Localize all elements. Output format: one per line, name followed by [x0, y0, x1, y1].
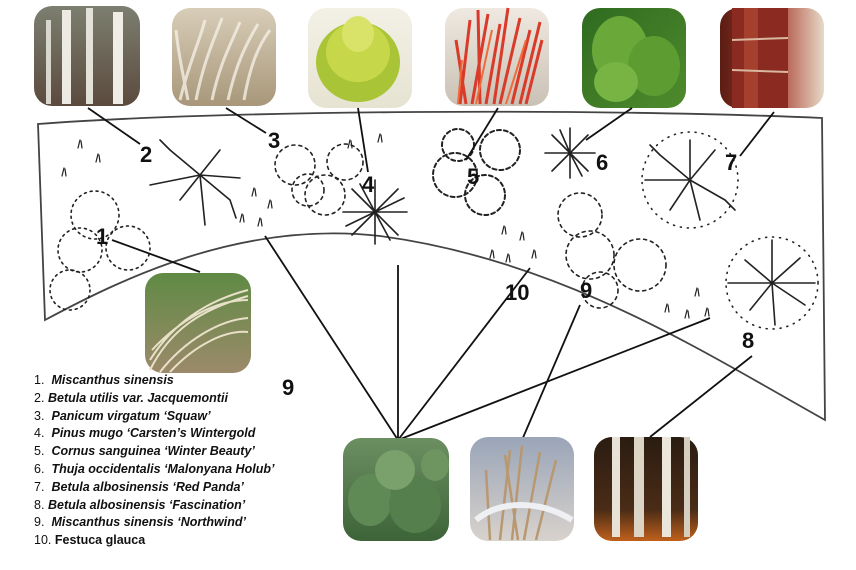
- photo-betula-fascination: [594, 437, 698, 541]
- legend-item: 10. Festuca glauca: [34, 532, 354, 550]
- symbol-thuja: [544, 127, 596, 179]
- legend-item: 4. Pinus mugo ‘Carsten’s Wintergold: [34, 425, 354, 443]
- legend-plant-name: Miscanthus sinensis: [51, 373, 174, 387]
- legend-plant-name: Thuja occidentalis ‘Malonyana Holub’: [51, 461, 275, 476]
- bed-outline: [37, 110, 826, 422]
- symbol-miscanthus-clumps: [49, 190, 151, 311]
- legend-item: 6. Thuja occidentalis ‘Malonyana Holub’: [34, 461, 354, 479]
- photo-panicum-virgatum: [172, 8, 276, 106]
- legend-number: 10.: [34, 533, 52, 548]
- legend-item: 9. Miscanthus sinensis ‘Northwind’: [34, 514, 354, 532]
- legend-plant-name: Festuca glauca: [54, 533, 146, 548]
- legend-number: 2.: [34, 390, 45, 405]
- callout-9-bed: 9: [580, 278, 592, 303]
- legend-item: 1. Miscanthus sinensis: [34, 372, 354, 390]
- callout-8: 8: [742, 328, 754, 353]
- photo-miscanthus-sinensis: [145, 273, 251, 373]
- legend-number: 7.: [34, 479, 45, 494]
- legend-number: 6.: [34, 461, 45, 476]
- photo-miscanthus-northwind: [470, 437, 574, 541]
- callout-3: 3: [268, 128, 280, 153]
- legend-plant-name: Pinus mugo ‘Carsten’s Wintergold: [51, 426, 256, 441]
- callout-5: 5: [467, 164, 479, 189]
- plant-legend: 1. Miscanthus sinensis 2.Betula utilis v…: [34, 372, 354, 550]
- legend-plant-name: Betula albosinensis ‘Fascination’: [48, 497, 246, 512]
- legend-item: 5. Cornus sanguinea ‘Winter Beauty’: [34, 443, 354, 461]
- legend-plant-name: Betula utilis var. Jacquemontii: [48, 390, 228, 405]
- legend-plant-name: Cornus sanguinea ‘Winter Beauty’: [51, 444, 255, 459]
- legend-item: 7. Betula albosinensis ‘Red Panda’: [34, 479, 354, 497]
- legend-number: 3.: [34, 408, 45, 423]
- legend-item: 2.Betula utilis var. Jacquemontii: [34, 390, 354, 408]
- legend-number: 4.: [34, 426, 45, 441]
- photo-betula-red-panda: [720, 8, 824, 108]
- legend-plant-name: Miscanthus sinensis ‘Northwind’: [51, 515, 246, 530]
- symbol-betula-red-panda: [641, 131, 739, 229]
- legend-item: 3. Panicum virgatum ‘Squaw’: [34, 408, 354, 426]
- legend-number: 9.: [34, 515, 45, 530]
- legend-item: 8.Betula albosinensis ‘Fascination’: [34, 497, 354, 515]
- legend-number: 8.: [34, 497, 45, 512]
- callout-6: 6: [596, 150, 608, 175]
- legend-number: 1.: [34, 373, 45, 387]
- callout-2: 2: [140, 142, 152, 167]
- photo-cornus-sanguinea: [445, 7, 549, 106]
- photo-festuca-glauca: [343, 438, 449, 541]
- callout-9-label: 9: [282, 375, 294, 400]
- legend-plant-name: Betula albosinensis ‘Red Panda’: [51, 479, 244, 494]
- symbol-betula-fascination: [725, 236, 819, 330]
- symbol-pinus-mugo: [342, 179, 408, 245]
- photo-betula-utilis: [34, 6, 140, 106]
- callout-1: 1: [96, 224, 108, 249]
- legend-number: 5.: [34, 444, 45, 459]
- callout-4: 4: [362, 172, 375, 197]
- symbol-northwind-clumps: [557, 192, 667, 309]
- symbol-panicum-clumps: [274, 143, 364, 216]
- photo-pinus-mugo: [308, 8, 412, 108]
- photo-thuja-occidentalis: [582, 8, 686, 108]
- leader-lines: [87, 107, 775, 441]
- symbol-betula-utilis: [149, 139, 241, 226]
- legend-plant-name: Panicum virgatum ‘Squaw’: [51, 408, 211, 423]
- symbol-cornus-clumps: [432, 128, 521, 216]
- callout-10: 10: [505, 280, 529, 305]
- callout-7: 7: [725, 150, 737, 175]
- symbol-festuca-tufts: [61, 133, 710, 319]
